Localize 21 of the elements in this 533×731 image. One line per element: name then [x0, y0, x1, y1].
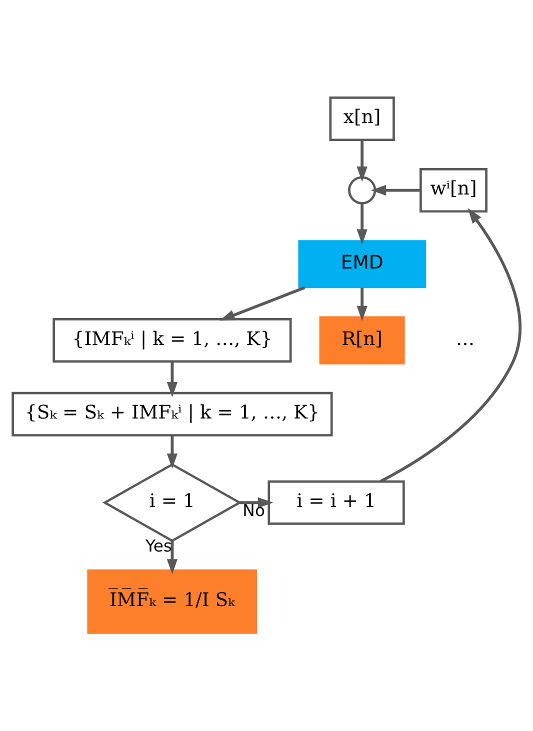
- edge-label: No: [242, 500, 265, 520]
- arrow: [166, 540, 178, 574]
- arrow: [356, 288, 368, 322]
- node-circle: [348, 176, 376, 204]
- arrow: [380, 208, 522, 483]
- arrow: [220, 286, 306, 321]
- node-box: x[n]: [329, 96, 395, 142]
- arrow: [356, 203, 368, 245]
- arrow: [166, 362, 178, 398]
- node-box: R[n]: [319, 316, 405, 364]
- node-box: wⁱ[n]: [420, 168, 488, 213]
- node-box: {Sₖ = Sₖ + IMFₖⁱ | k = 1, …, K}: [12, 392, 333, 436]
- node-box: i = i + 1: [268, 480, 405, 525]
- node-box: I̅M̅F̅ₖ = 1/I Sₖ: [87, 569, 258, 634]
- arrow: [166, 435, 178, 469]
- arrow: [356, 140, 368, 182]
- arrow: [370, 184, 420, 196]
- node-box: {IMFₖⁱ | k = 1, …, K}: [52, 318, 292, 363]
- node-box: EMD: [298, 240, 426, 288]
- arrow: [240, 497, 274, 508]
- label: …: [456, 328, 475, 350]
